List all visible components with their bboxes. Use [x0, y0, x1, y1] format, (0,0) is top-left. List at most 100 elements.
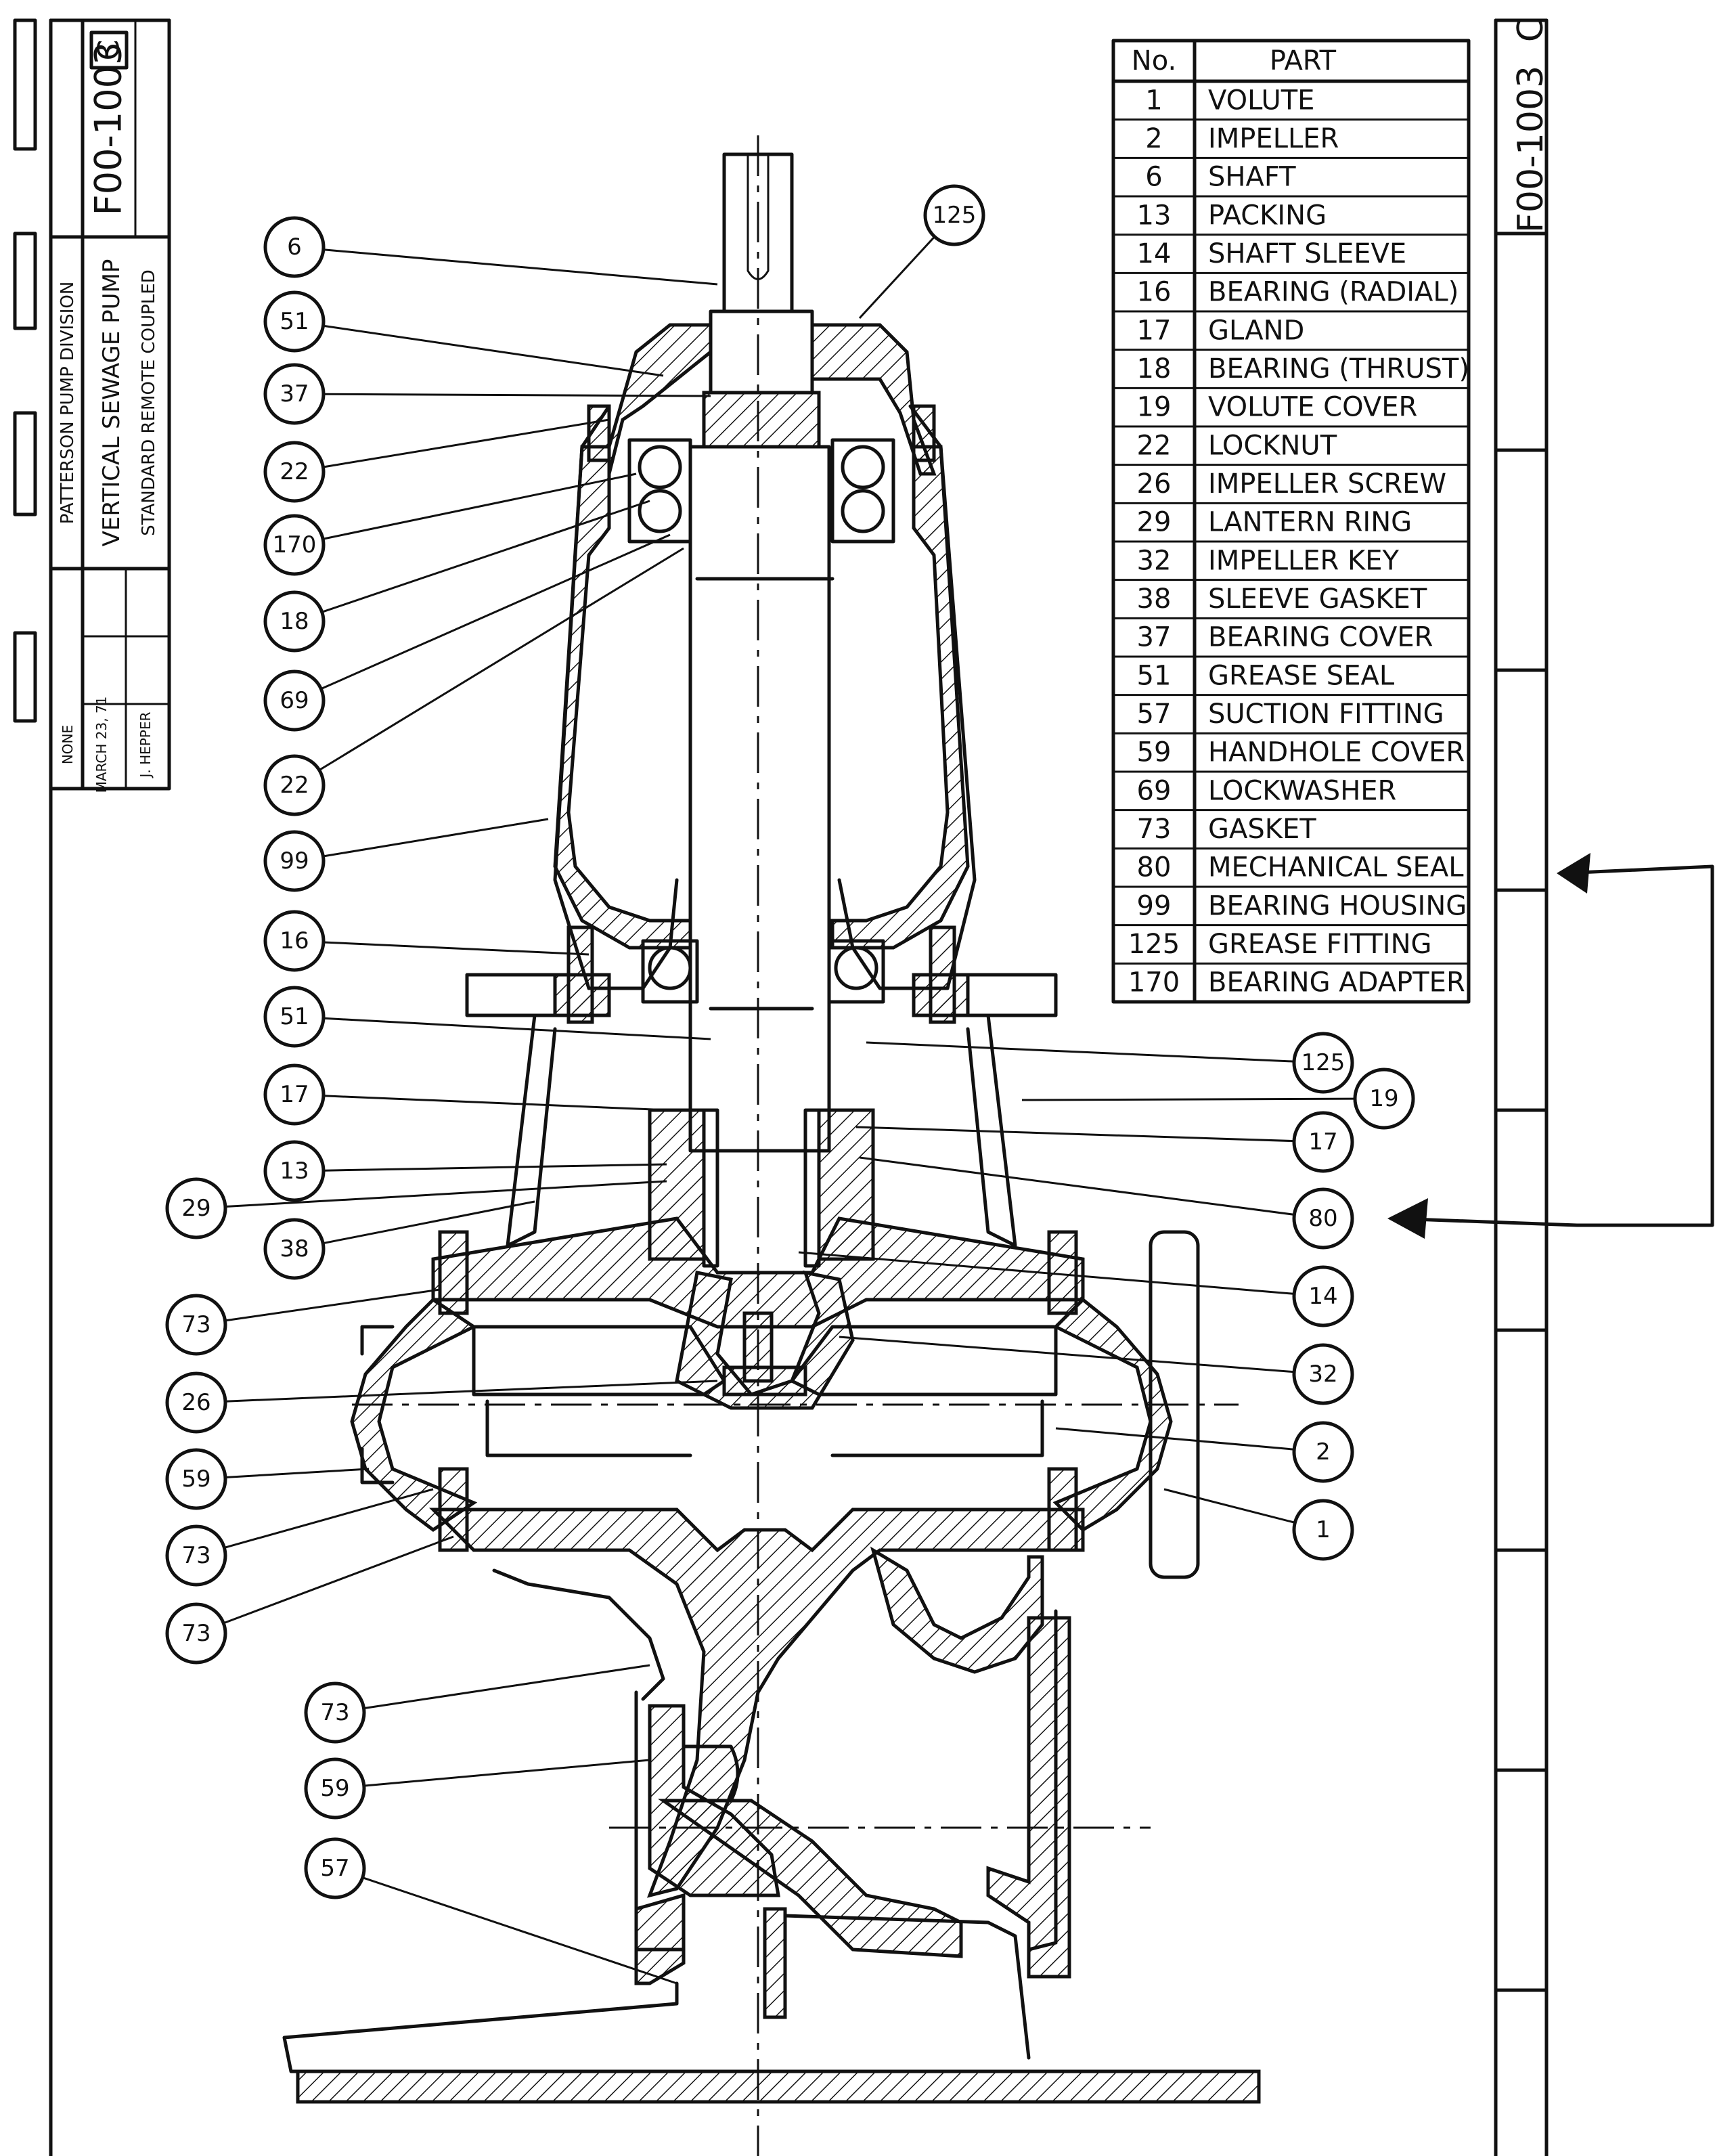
callout-73: 73 — [304, 1664, 650, 1744]
callout-circle — [1292, 1499, 1354, 1561]
callout-leader — [322, 472, 637, 540]
callout-circle — [165, 1371, 227, 1434]
table-cell-part: SUCTION FITTING — [1208, 699, 1444, 730]
callout-label: 73 — [181, 1542, 210, 1569]
callout-label: 69 — [280, 687, 309, 714]
callout-label: 125 — [1301, 1049, 1345, 1076]
pump-assembly — [282, 135, 1261, 2156]
callout-label: 16 — [280, 927, 309, 954]
callout-circle — [1292, 1343, 1354, 1405]
callout-2: 2 — [1055, 1421, 1354, 1483]
callout-57: 57 — [304, 1837, 677, 1985]
callout-label: 170 — [273, 531, 317, 558]
left-margin-boxes — [13, 18, 37, 723]
table-cell-part: IMPELLER SCREW — [1208, 468, 1446, 500]
table-cell-no: 38 — [1137, 584, 1172, 615]
callout-leader — [223, 1535, 454, 1625]
table-cell-part: BEARING COVER — [1208, 622, 1433, 653]
table-cell-no: 14 — [1137, 238, 1172, 269]
callout-circle — [165, 1448, 227, 1510]
callout-13: 13 — [263, 1140, 667, 1202]
callout-label: 51 — [280, 1003, 309, 1030]
callout-label: 73 — [320, 1699, 349, 1726]
callout-circle — [263, 590, 326, 653]
callout-circle — [263, 514, 326, 576]
table-cell-part: SLEEVE GASKET — [1208, 584, 1427, 615]
callout-leader — [858, 236, 935, 320]
callout-label: 22 — [280, 772, 309, 799]
side-strip-revision: C — [1511, 18, 1551, 42]
table-cell-no: 51 — [1137, 660, 1172, 691]
table-cell-part: MECHANICAL SEAL — [1208, 852, 1464, 883]
side-strip-number: F00-1003 C — [1511, 18, 1551, 233]
table-cell-part: IMPELLER KEY — [1208, 545, 1400, 576]
callout-label: 6 — [287, 234, 302, 261]
callout-circle — [1353, 1068, 1415, 1130]
callout-leader — [323, 324, 664, 377]
callout-leader — [323, 1017, 711, 1040]
callout-leader — [323, 941, 589, 956]
table-cell-part: GASKET — [1208, 814, 1316, 845]
callout-170: 170 — [263, 472, 637, 576]
callout-label: 13 — [280, 1158, 309, 1185]
table-cell-part: BEARING (THRUST) — [1208, 353, 1469, 384]
callout-16: 16 — [263, 910, 589, 972]
callout-circle — [263, 754, 326, 816]
callout-leader — [839, 1336, 1295, 1373]
callout-38: 38 — [263, 1200, 535, 1280]
callout-leader — [855, 1126, 1295, 1143]
callout-leader — [363, 1759, 650, 1787]
callout-circle — [263, 216, 326, 278]
callout-22: 22 — [263, 418, 610, 503]
callout-1: 1 — [1163, 1488, 1354, 1561]
scale-value: NONE — [60, 725, 76, 764]
drawing-title-line2: STANDARD REMOTE COUPLED — [139, 269, 159, 536]
revision-box — [89, 30, 129, 70]
callout-leader — [323, 818, 549, 858]
callout-69: 69 — [263, 533, 671, 732]
table-cell-no: 170 — [1128, 967, 1180, 998]
table-cell-no: 26 — [1137, 468, 1172, 500]
drawn-by-value: J. HEPPER — [137, 711, 154, 778]
table-cell-part: VOLUTE — [1208, 85, 1314, 116]
callout-circle — [1292, 1111, 1354, 1173]
callout-label: 57 — [320, 1855, 349, 1882]
callout-leader — [362, 1876, 677, 1985]
table-cell-part: SHAFT SLEEVE — [1208, 238, 1406, 269]
callout-leader — [323, 248, 718, 286]
title-block-revision: C — [92, 40, 127, 61]
callout-59: 59 — [304, 1757, 650, 1820]
table-cell-no: 2 — [1145, 123, 1162, 154]
callout-label: 38 — [280, 1235, 309, 1262]
callout-circle — [923, 184, 985, 246]
callout-leader — [225, 1468, 370, 1478]
table-cell-no: 13 — [1137, 200, 1172, 231]
callout-label: 29 — [181, 1195, 210, 1222]
callout-circle — [165, 1177, 227, 1239]
table-cell-part: BEARING (RADIAL) — [1208, 277, 1459, 308]
callout-26: 26 — [165, 1371, 718, 1434]
callout-80: 80 — [859, 1156, 1354, 1250]
callout-circle — [263, 290, 326, 353]
title-block-drawing-number: F00-1003 — [87, 42, 130, 216]
callout-73: 73 — [165, 1535, 454, 1665]
callout-circle — [304, 1681, 366, 1744]
table-cell-no: 17 — [1137, 315, 1172, 346]
callout-17: 17 — [263, 1063, 671, 1126]
table-cell-part: LOCKWASHER — [1208, 775, 1396, 806]
table-cell-part: VOLUTE COVER — [1208, 392, 1417, 423]
callout-label: 17 — [1308, 1128, 1337, 1156]
table-header-part: PART — [1270, 45, 1337, 76]
callout-leader — [323, 418, 610, 468]
callout-circle — [1292, 1187, 1354, 1250]
callout-leader — [1163, 1488, 1295, 1524]
callout-leader — [225, 1380, 718, 1403]
svg-text:F00-1003 C: F00-1003 C — [1511, 18, 1551, 233]
table-cell-part: HANDHOLE COVER — [1208, 737, 1465, 768]
table-cell-no: 6 — [1145, 162, 1162, 193]
callout-leader — [798, 1251, 1295, 1295]
callout-leader — [1021, 1097, 1356, 1101]
callout-99: 99 — [263, 818, 549, 892]
callout-label: 99 — [280, 848, 309, 875]
